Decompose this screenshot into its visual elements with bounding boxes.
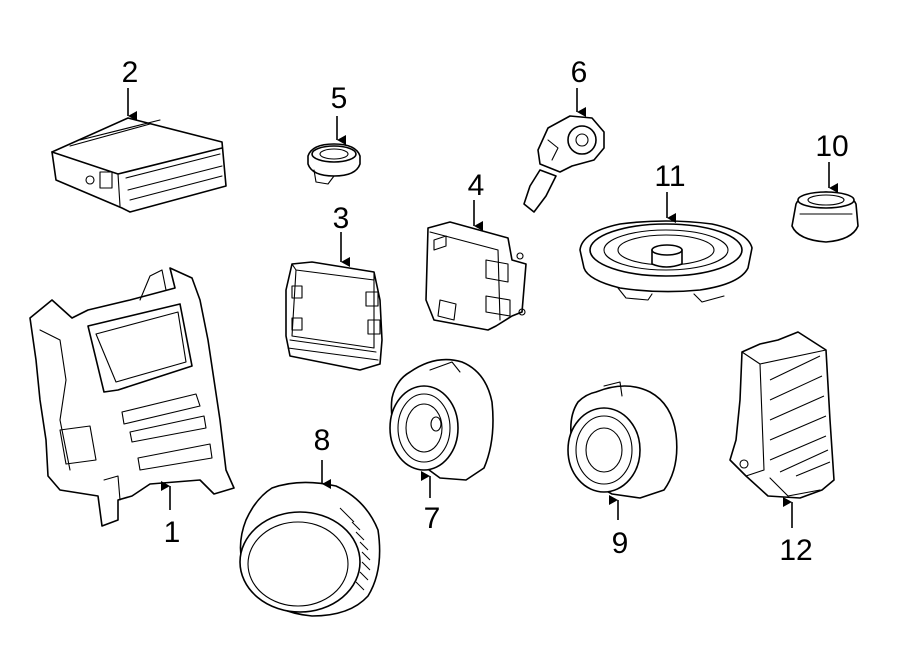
part-9-speaker (567, 381, 678, 499)
callout-11: 11 (654, 160, 685, 193)
part-6-sensor (523, 115, 605, 213)
part-1-control-panel (29, 267, 235, 527)
callout-labels: 1 2 3 4 5 6 7 8 9 10 11 12 (122, 56, 849, 567)
part-10-tweeter (791, 191, 859, 243)
callout-7: 7 (424, 502, 441, 535)
part-8-speaker (239, 481, 381, 617)
callout-8: 8 (314, 424, 331, 457)
part-5-grommet (307, 143, 361, 185)
callout-3: 3 (333, 202, 350, 235)
part-11-oval-speaker (579, 220, 753, 303)
callout-12: 12 (779, 534, 812, 567)
part-7-speaker (389, 358, 494, 481)
callout-1: 1 (164, 516, 181, 549)
callout-2: 2 (122, 56, 139, 89)
part-3-module (285, 261, 383, 371)
callout-9: 9 (612, 527, 629, 560)
part-4-bracket-module (425, 221, 527, 331)
leader-lines (127, 88, 838, 528)
callout-6: 6 (571, 56, 588, 89)
callout-5: 5 (331, 82, 348, 115)
part-12-amplifier (729, 331, 835, 499)
callout-10: 10 (815, 130, 848, 163)
part-2-receiver (51, 117, 227, 213)
callout-4: 4 (468, 169, 485, 202)
